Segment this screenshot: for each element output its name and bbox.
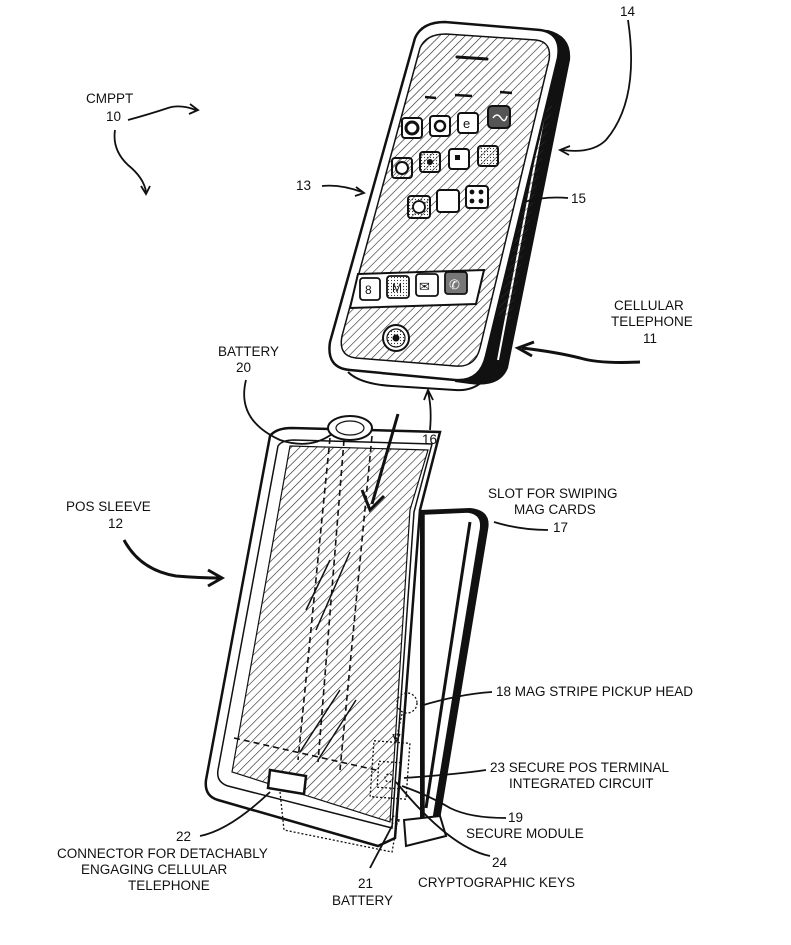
dock-icon-phone: 8 (365, 283, 372, 297)
label-12: 12 (108, 516, 123, 531)
label-13: 13 (296, 178, 311, 193)
connector-dotted-path (279, 791, 399, 853)
sleeve-back-panel (231, 445, 429, 823)
label-cmppt: CMPPT (86, 91, 133, 106)
svg-text:e: e (463, 116, 470, 131)
label-10: 10 (106, 109, 121, 124)
label-16: 16 (422, 432, 437, 447)
labels: CMPPT 10 14 13 15 CELLULAR TELEPHONE 11 … (57, 4, 693, 908)
label-pickup-head: 18 MAG STRIPE PICKUP HEAD (496, 684, 693, 699)
label-connector-line3: TELEPHONE (128, 878, 210, 893)
label-11: 11 (643, 331, 657, 346)
phone-speaker (455, 55, 489, 61)
app-icon-3 (457, 112, 479, 134)
phone-bottom-edge (347, 371, 491, 392)
label-slot-line1: SLOT FOR SWIPING (488, 486, 618, 501)
pos-sleeve (204, 415, 489, 853)
phone-side-hatch (496, 100, 552, 320)
connector-22 (266, 768, 308, 796)
label-secure-module: SECURE MODULE (466, 826, 584, 841)
cellular-telephone: e 8 M ✉ ✆ (328, 20, 571, 392)
label-17: 17 (553, 520, 568, 535)
app-icon-2 (429, 115, 451, 137)
label-24: 24 (492, 855, 508, 870)
dock-icon-message: ✉ (419, 279, 430, 294)
battery-21-dot (390, 815, 400, 825)
label-slot-line2: MAG CARDS (514, 502, 596, 517)
label-battery-bottom: BATTERY (332, 893, 393, 908)
app-icon-8 (477, 145, 499, 167)
label-pos-sleeve: POS SLEEVE (66, 499, 151, 514)
mag-stripe-pickup-head (396, 692, 418, 714)
label-22: 22 (176, 829, 191, 844)
label-15: 15 (571, 191, 586, 206)
leader-lines (113, 19, 641, 869)
label-crypto-keys: CRYPTOGRAPHIC KEYS (418, 875, 575, 890)
sleeve-base (402, 814, 448, 848)
label-telephone: TELEPHONE (611, 314, 693, 329)
label-cellular: CELLULAR (614, 298, 684, 313)
dock-icon-mail: M (392, 281, 402, 295)
mag-card-slot (424, 521, 472, 809)
app-icon-11 (465, 185, 489, 209)
battery-compartment-dashes (297, 437, 331, 761)
sleeve-right-wall-inner (423, 511, 482, 832)
crypto-keys-dot (384, 773, 394, 783)
phone-status-bar (424, 90, 513, 100)
phone-dock-icons: 8 M ✉ ✆ (359, 271, 468, 301)
label-21: 21 (358, 876, 373, 891)
label-secure-pos-line1: 23 SECURE POS TERMINAL (490, 760, 670, 775)
secure-pos-ic-box (369, 740, 411, 800)
label-connector-line1: CONNECTOR FOR DETACHABLY (57, 846, 268, 861)
app-icon-10 (436, 189, 460, 213)
label-connector-line2: ENGAGING CELLULAR (81, 862, 228, 877)
dock-icon-call: ✆ (449, 277, 460, 292)
sleeve-inner-marks (305, 551, 351, 631)
label-20: 20 (236, 360, 251, 375)
label-secure-pos-line2: INTEGRATED CIRCUIT (509, 776, 654, 791)
phone-app-icons: e (391, 105, 511, 219)
label-14: 14 (620, 4, 636, 19)
app-icon-4 (487, 105, 511, 129)
label-19: 19 (508, 810, 523, 825)
label-battery-top: BATTERY (218, 344, 279, 359)
